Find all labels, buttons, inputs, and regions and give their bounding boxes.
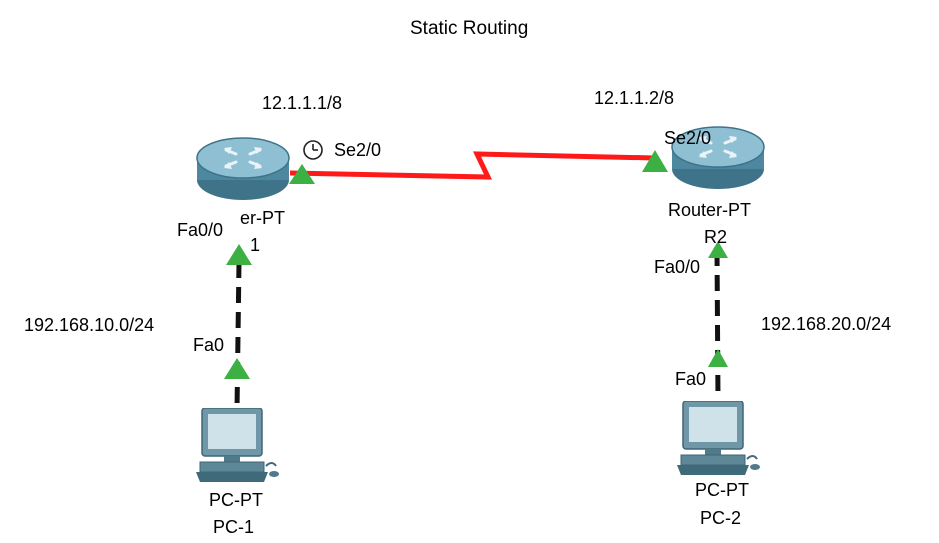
- serial-link[interactable]: [289, 151, 656, 180]
- pc-icon[interactable]: [196, 408, 280, 484]
- r1-serial-ip-label: 12.1.1.1/8: [256, 92, 349, 114]
- clock-icon: [303, 140, 323, 160]
- r2-serial-port-label: Se2/0: [664, 128, 712, 148]
- ethernet-link-r1-pc1[interactable]: [234, 261, 242, 411]
- r2-name-label: R2: [704, 227, 728, 247]
- port-up-indicator-pc2: [708, 349, 728, 367]
- lan2-network-label: 192.168.20.0/24: [755, 313, 898, 335]
- lan1-network-label: 192.168.10.0/24: [18, 314, 161, 336]
- router-icon[interactable]: [196, 136, 290, 202]
- diagram-title: Static Routing: [400, 14, 539, 44]
- port-up-indicator-pc1: [224, 358, 250, 379]
- port-up-indicator-r1-fa: [226, 244, 252, 265]
- r2-type-label: Router-PT: [668, 200, 752, 220]
- pc2-name-label: PC-2: [700, 508, 742, 528]
- r1-serial-port-label: Se2/0: [334, 140, 382, 160]
- ethernet-link-r2-pc2[interactable]: [714, 249, 721, 401]
- port-up-indicator-r2-se: [642, 150, 668, 172]
- r1-name-label: 1: [250, 235, 261, 255]
- r2-fast-port-label: Fa0/0: [652, 256, 703, 278]
- pc2-port-label: Fa0: [673, 368, 709, 390]
- pc2-type-label: PC-PT: [695, 480, 749, 500]
- r1-fast-port-label: Fa0/0: [175, 219, 226, 241]
- port-up-indicator-r2-fa: [708, 241, 728, 258]
- r1-type-label: er-PT: [240, 208, 285, 228]
- router-icon[interactable]: [671, 125, 765, 191]
- pc-icon[interactable]: [677, 401, 761, 477]
- pc1-type-label: PC-PT: [209, 490, 263, 510]
- pc1-port-label: Fa0: [191, 334, 227, 356]
- r2-serial-ip-label: 12.1.1.2/8: [588, 87, 681, 109]
- pc1-name-label: PC-1: [213, 517, 255, 537]
- port-up-indicator-r1-se: [289, 164, 315, 184]
